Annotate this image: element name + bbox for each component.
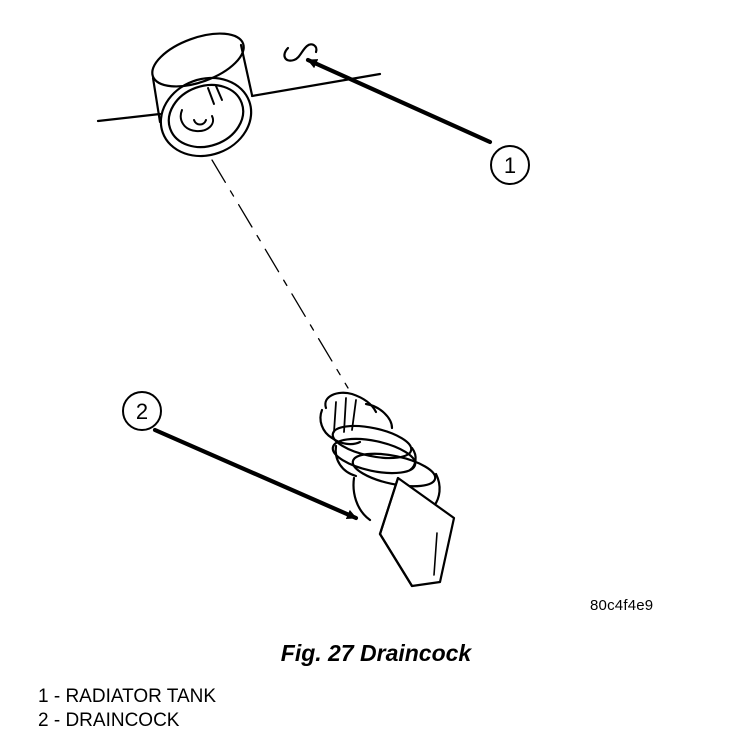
callout-2-number: 2 bbox=[136, 399, 148, 424]
callout-2-circle bbox=[122, 391, 162, 431]
drain-hole-clip bbox=[283, 43, 318, 62]
callout-1-number: 1 bbox=[504, 153, 516, 178]
callout-1-arrow bbox=[305, 57, 493, 145]
figure-caption: Fig. 27 Draincock bbox=[280, 640, 472, 666]
legend-item-radiator-tank: 1 - RADIATOR TANK bbox=[38, 686, 217, 707]
assembly-centerline bbox=[211, 159, 349, 389]
callout-2-arrow bbox=[152, 427, 359, 521]
figure-legend: 1 - RADIATOR TANK 2 - DRAINCOCK bbox=[38, 685, 216, 733]
radiator-tank-port bbox=[151, 32, 254, 158]
draincock-part bbox=[319, 391, 456, 588]
radiator-tank-wall bbox=[96, 72, 382, 123]
figure-part-code: 80c4f4e9 bbox=[590, 597, 654, 614]
legend-item-draincock: 2 - DRAINCOCK bbox=[38, 710, 180, 731]
draincock-diagram: 1 2 bbox=[96, 32, 530, 588]
callout-1-circle bbox=[490, 145, 530, 185]
callout-2: 2 bbox=[122, 391, 359, 521]
callout-1: 1 bbox=[305, 57, 530, 185]
